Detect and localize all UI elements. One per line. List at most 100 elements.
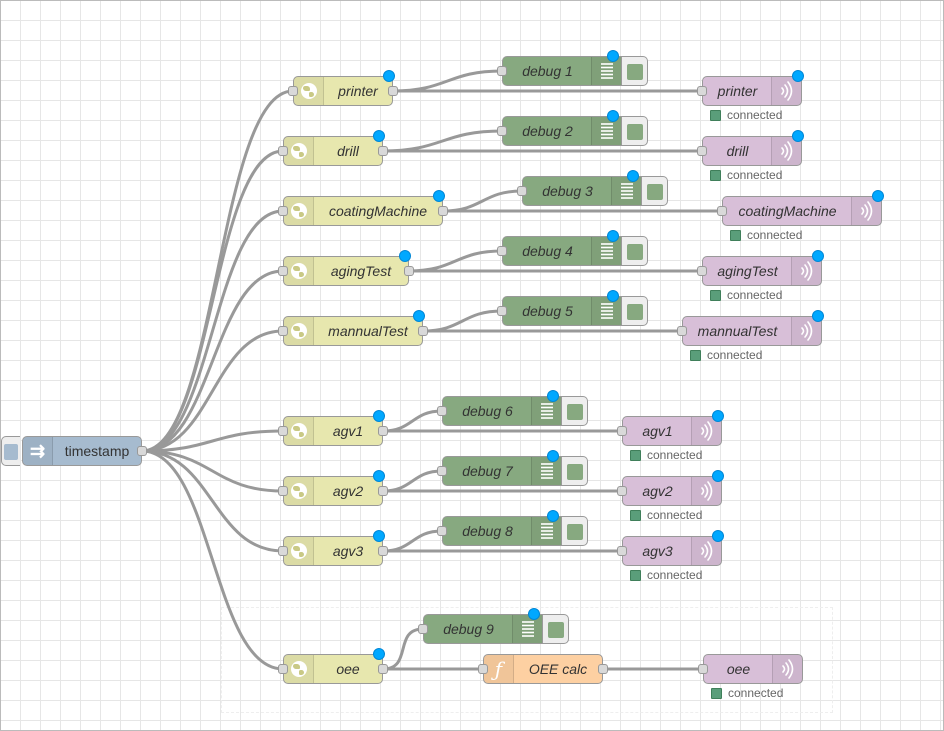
- input-port[interactable]: [288, 86, 298, 96]
- mqtt-out-label: drill: [726, 143, 749, 159]
- input-port[interactable]: [617, 546, 627, 556]
- output-port[interactable]: [378, 486, 388, 496]
- list-icon: [531, 457, 561, 485]
- http-in-node[interactable]: agv3: [278, 530, 388, 566]
- input-port[interactable]: [278, 426, 288, 436]
- input-port[interactable]: [418, 624, 428, 634]
- inject-trigger-button[interactable]: [1, 436, 20, 466]
- debug-node[interactable]: debug 2: [497, 110, 622, 146]
- output-port[interactable]: [418, 326, 428, 336]
- debug-toggle-button[interactable]: [543, 614, 569, 644]
- http-in-node[interactable]: agingTest: [278, 250, 414, 286]
- debug-toggle-button[interactable]: [622, 116, 648, 146]
- input-port[interactable]: [697, 266, 707, 276]
- function-node[interactable]: ƒ OEE calc: [478, 654, 608, 684]
- debug-node[interactable]: debug 9: [418, 608, 543, 644]
- debug-node[interactable]: debug 7: [437, 450, 562, 486]
- inject-output-port[interactable]: [137, 446, 147, 456]
- mqtt-out-node[interactable]: coatingMachine: [717, 190, 884, 226]
- output-port[interactable]: [378, 664, 388, 674]
- input-port[interactable]: [617, 426, 627, 436]
- input-port[interactable]: [697, 146, 707, 156]
- http-in-node[interactable]: oee: [278, 648, 388, 684]
- http-in-label: agv1: [332, 423, 364, 439]
- mqtt-out-node[interactable]: agv2: [617, 470, 724, 506]
- input-port[interactable]: [437, 406, 447, 416]
- input-port[interactable]: [437, 526, 447, 536]
- changed-indicator: [547, 390, 559, 402]
- input-port[interactable]: [278, 664, 288, 674]
- input-port[interactable]: [617, 486, 627, 496]
- output-port[interactable]: [598, 664, 608, 674]
- mqtt-status: connected: [630, 508, 702, 522]
- http-in-node[interactable]: drill: [278, 130, 388, 166]
- http-in-label: agv2: [332, 483, 364, 499]
- input-port[interactable]: [278, 486, 288, 496]
- debug-toggle-button[interactable]: [622, 296, 648, 326]
- globe-icon: [284, 317, 314, 345]
- mqtt-out-node[interactable]: drill: [697, 130, 804, 166]
- debug-toggle-button[interactable]: [622, 236, 648, 266]
- input-port[interactable]: [278, 146, 288, 156]
- list-icon: [611, 177, 641, 205]
- debug-node[interactable]: debug 6: [437, 390, 562, 426]
- input-port[interactable]: [497, 66, 507, 76]
- debug-toggle-button[interactable]: [642, 176, 668, 206]
- globe-icon: [284, 257, 314, 285]
- input-port[interactable]: [698, 664, 708, 674]
- input-port[interactable]: [278, 266, 288, 276]
- mqtt-status: connected: [710, 108, 782, 122]
- changed-indicator: [607, 50, 619, 62]
- input-port[interactable]: [437, 466, 447, 476]
- debug-toggle-button[interactable]: [562, 516, 588, 546]
- debug-node[interactable]: debug 5: [497, 290, 622, 326]
- debug-toggle-button[interactable]: [562, 456, 588, 486]
- debug-node[interactable]: debug 8: [437, 510, 562, 546]
- debug-label: debug 7: [462, 463, 513, 479]
- output-port[interactable]: [438, 206, 448, 216]
- mqtt-out-node[interactable]: agv1: [617, 410, 724, 446]
- inject-label: timestamp: [64, 443, 130, 459]
- http-in-node[interactable]: agv1: [278, 410, 388, 446]
- input-port[interactable]: [677, 326, 687, 336]
- mqtt-out-node[interactable]: oee: [698, 654, 803, 684]
- debug-toggle-square: [567, 464, 583, 480]
- input-port[interactable]: [517, 186, 527, 196]
- output-port[interactable]: [378, 426, 388, 436]
- http-in-node[interactable]: mannualTest: [278, 310, 428, 346]
- globe-icon: [284, 655, 314, 683]
- input-port[interactable]: [697, 86, 707, 96]
- debug-label: debug 6: [462, 403, 513, 419]
- debug-node[interactable]: debug 1: [497, 50, 622, 86]
- globe-icon: [284, 477, 314, 505]
- input-port[interactable]: [278, 206, 288, 216]
- input-port[interactable]: [717, 206, 727, 216]
- inject-trigger-square: [4, 444, 18, 460]
- input-port[interactable]: [278, 546, 288, 556]
- output-port[interactable]: [378, 546, 388, 556]
- output-port[interactable]: [388, 86, 398, 96]
- input-port[interactable]: [497, 306, 507, 316]
- mqtt-out-node[interactable]: agv3: [617, 530, 724, 566]
- input-port[interactable]: [497, 246, 507, 256]
- mqtt-out-node[interactable]: mannualTest: [677, 310, 824, 346]
- input-port[interactable]: [497, 126, 507, 136]
- input-port[interactable]: [478, 664, 488, 674]
- status-indicator: [730, 229, 741, 241]
- output-port[interactable]: [378, 146, 388, 156]
- http-in-node[interactable]: agv2: [278, 470, 388, 506]
- mqtt-out-node[interactable]: printer: [697, 70, 804, 106]
- inject-node[interactable]: ⇉ timestamp: [22, 436, 147, 466]
- debug-label: debug 1: [522, 63, 573, 79]
- input-port[interactable]: [278, 326, 288, 336]
- mqtt-out-node[interactable]: agingTest: [697, 250, 824, 286]
- debug-node[interactable]: debug 4: [497, 230, 622, 266]
- http-in-node[interactable]: printer: [288, 70, 398, 106]
- debug-toggle-button[interactable]: [562, 396, 588, 426]
- output-port[interactable]: [404, 266, 414, 276]
- http-in-node[interactable]: coatingMachine: [278, 190, 448, 226]
- debug-toggle-square: [627, 124, 643, 140]
- debug-toggle-button[interactable]: [622, 56, 648, 86]
- debug-node[interactable]: debug 3: [517, 170, 642, 206]
